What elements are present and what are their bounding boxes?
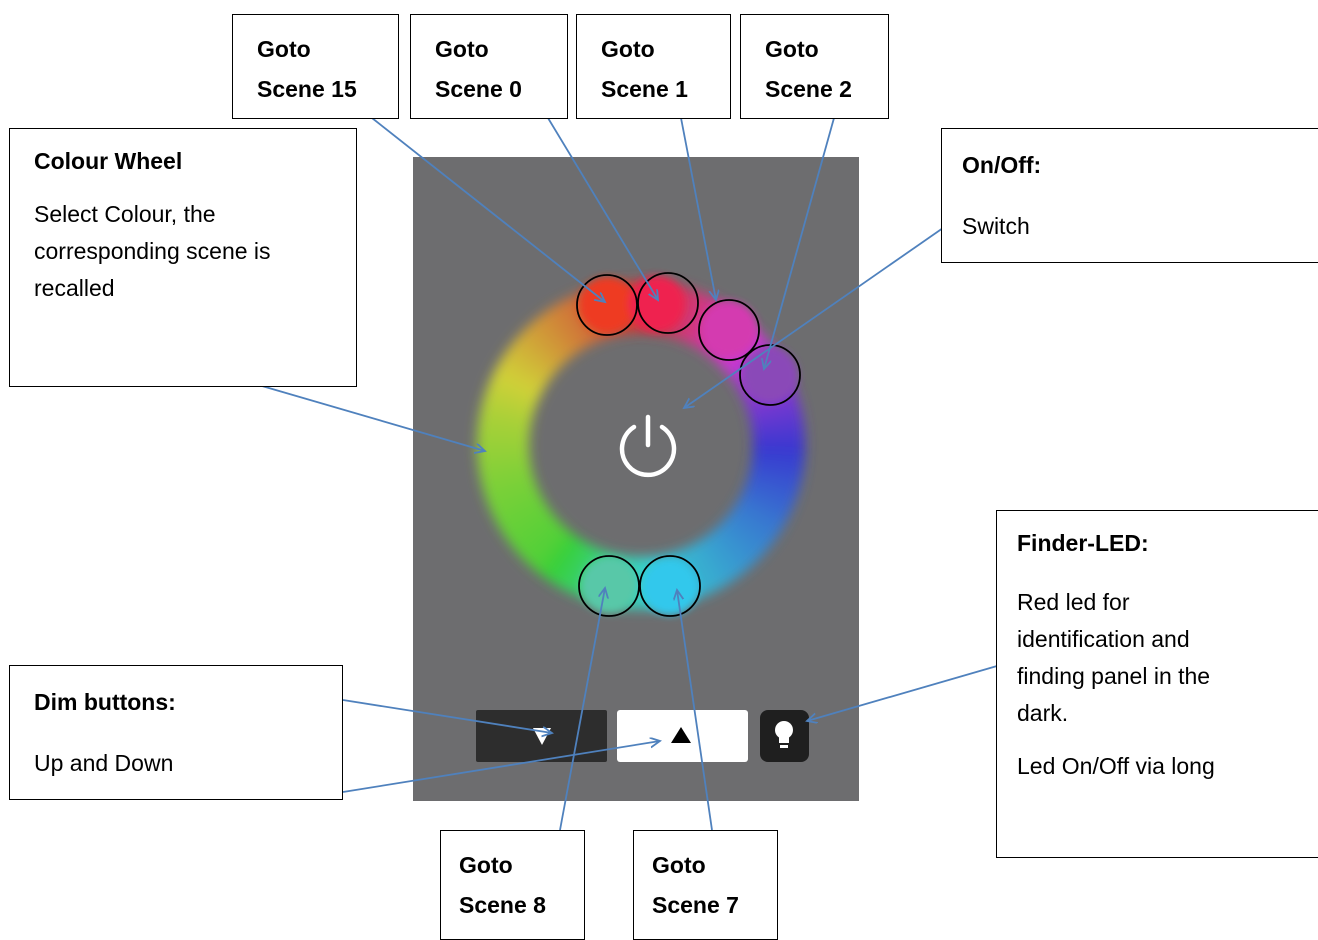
scene-2-callout: Goto Scene 2 xyxy=(740,14,889,119)
scene-0-line2: Scene 0 xyxy=(435,69,567,109)
scene-7-spot[interactable] xyxy=(642,559,698,615)
scene-8-line2: Scene 8 xyxy=(459,885,584,925)
scene-7-callout: Goto Scene 7 xyxy=(633,830,778,940)
scene-8-spot[interactable] xyxy=(581,557,637,613)
scene-0-callout: Goto Scene 0 xyxy=(410,14,568,119)
onoff-callout: On/Off: Switch xyxy=(941,128,1318,263)
scene-15-spot[interactable] xyxy=(579,277,635,333)
scene-15-line2: Scene 15 xyxy=(257,69,398,109)
control-panel xyxy=(413,157,859,801)
finder-led-button[interactable] xyxy=(760,710,809,762)
scene-2-line2: Scene 2 xyxy=(765,69,888,109)
scene-7-line2: Scene 7 xyxy=(652,885,777,925)
dim-title: Dim buttons: xyxy=(34,686,342,719)
onoff-title: On/Off: xyxy=(962,149,1318,182)
dim-body: Up and Down xyxy=(34,747,342,780)
scene-1-line2: Scene 1 xyxy=(601,69,730,109)
finder-body2: Led On/Off via long xyxy=(1017,750,1318,783)
finder-title: Finder-LED: xyxy=(1017,527,1318,560)
scene-0-line1: Goto xyxy=(435,29,567,69)
colour-wheel-title: Colour Wheel xyxy=(34,145,356,178)
scene-2-line1: Goto xyxy=(765,29,888,69)
dim-down-button[interactable] xyxy=(476,710,607,762)
onoff-body: Switch xyxy=(962,210,1318,243)
scene-15-callout: Goto Scene 15 xyxy=(232,14,399,119)
scene-1-line1: Goto xyxy=(601,29,730,69)
power-icon[interactable] xyxy=(622,417,674,475)
finder-body1: Red led for identification and finding p… xyxy=(1017,584,1262,731)
scene-1-callout: Goto Scene 1 xyxy=(576,14,731,119)
scene-2-spot[interactable] xyxy=(742,347,798,403)
colour-wheel-callout: Colour Wheel Select Colour, the correspo… xyxy=(9,128,357,387)
scene-1-spot[interactable] xyxy=(701,301,757,357)
scene-0-spot[interactable] xyxy=(629,276,685,332)
scene-15-line1: Goto xyxy=(257,29,398,69)
dim-up-button[interactable] xyxy=(617,710,748,762)
finder-led-callout: Finder-LED: Red led for identification a… xyxy=(996,510,1318,858)
scene-8-line1: Goto xyxy=(459,845,584,885)
colour-wheel-body: Select Colour, the corresponding scene i… xyxy=(34,196,334,306)
scene-7-line1: Goto xyxy=(652,845,777,885)
dim-buttons-callout: Dim buttons: Up and Down xyxy=(9,665,343,800)
panel-graphics xyxy=(413,157,859,801)
scene-8-callout: Goto Scene 8 xyxy=(440,830,585,940)
